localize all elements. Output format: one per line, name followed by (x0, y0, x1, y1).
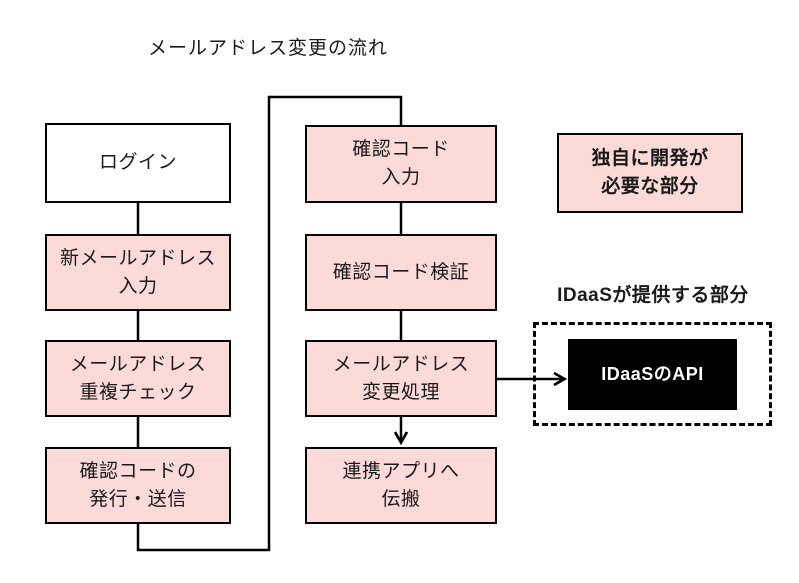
flow-node-code-issue-send-label: 確認コードの 発行・送信 (79, 460, 197, 510)
flow-node-new-email-input: 新メールアドレス 入力 (45, 234, 231, 311)
flow-node-duplicate-check: メールアドレス 重複チェック (45, 340, 231, 417)
flow-node-duplicate-check-label: メールアドレス 重複チェック (69, 353, 207, 403)
idaas-api-box-label: IDaaSのAPI (601, 363, 704, 384)
flow-node-propagate-to-apps: 連携アプリへ 伝搬 (305, 447, 497, 524)
idaas-dashed-boundary: IDaaSのAPI (533, 322, 772, 426)
flow-node-code-input-label: 確認コード 入力 (352, 139, 450, 188)
connector-left-column-to-right-column (136, 95, 403, 552)
flow-node-propagate-to-apps-label: 連携アプリへ 伝搬 (342, 460, 460, 510)
legend-custom-development-label: 独自に開発が 必要な部分 (591, 148, 709, 197)
flow-node-code-issue-send: 確認コードの 発行・送信 (45, 447, 231, 524)
flow-node-code-verify: 確認コード検証 (305, 234, 497, 311)
flow-node-login-label: ログイン (98, 152, 177, 174)
flow-node-code-verify-label: 確認コード検証 (332, 261, 470, 283)
idaas-section-label: IDaaSが提供する部分 (557, 285, 749, 306)
flow-node-email-change-process: メールアドレス 変更処理 (305, 340, 497, 417)
legend-custom-development: 独自に開発が 必要な部分 (557, 133, 743, 213)
idaas-api-box: IDaaSのAPI (568, 338, 737, 410)
flow-node-login: ログイン (45, 123, 231, 203)
flow-node-code-input: 確認コード 入力 (305, 125, 497, 203)
flow-node-email-change-process-label: メールアドレス 変更処理 (332, 353, 470, 403)
diagram-title: メールアドレス変更の流れ (148, 38, 389, 59)
flow-node-new-email-input-label: 新メールアドレス 入力 (59, 247, 216, 297)
